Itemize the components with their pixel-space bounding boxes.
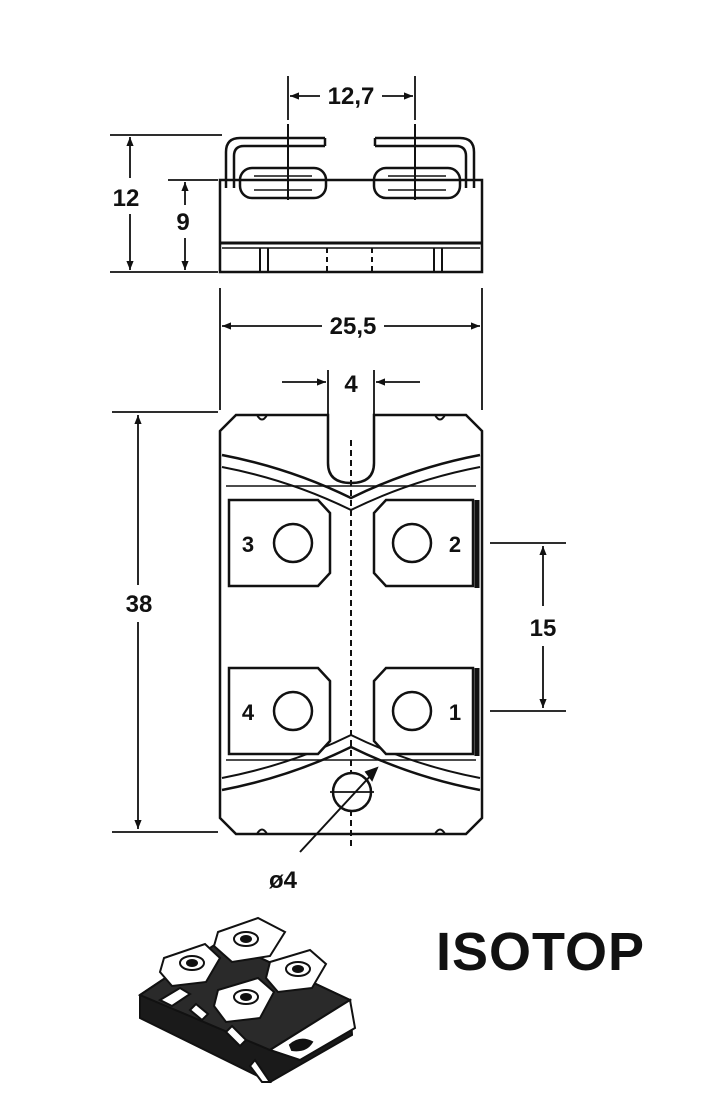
side-nut-left [238, 166, 328, 200]
pin-label-2: 2 [449, 532, 461, 557]
side-view [218, 124, 484, 274]
side-dimensions [110, 76, 416, 273]
pin-label-4: 4 [242, 700, 255, 725]
pin-label-3: 3 [242, 532, 254, 557]
screw-4 [272, 690, 314, 732]
screw-3 [272, 522, 314, 564]
dim-pin-spacing: 12,7 [328, 83, 375, 110]
top-dimensions [219, 288, 483, 420]
package-outline [218, 413, 484, 836]
screw-1 [391, 690, 433, 732]
dim-hole-diameter: ø4 [269, 867, 298, 894]
dim-pin-pitch: 15 [530, 615, 557, 642]
screw-2 [391, 522, 433, 564]
dim-total-height: 12 [113, 185, 140, 212]
dim-length: 38 [126, 591, 153, 618]
dim-slot-width: 4 [344, 371, 358, 398]
plan-dimensions [112, 411, 566, 853]
side-nut-right [372, 166, 462, 200]
side-body [218, 178, 484, 274]
package-3d-illustration [137, 916, 357, 1084]
pin-label-1: 1 [449, 700, 461, 725]
top-view [218, 413, 484, 846]
dim-body-height: 9 [176, 209, 189, 236]
package-title: ISOTOP [436, 922, 646, 982]
dim-width: 25,5 [330, 313, 377, 340]
